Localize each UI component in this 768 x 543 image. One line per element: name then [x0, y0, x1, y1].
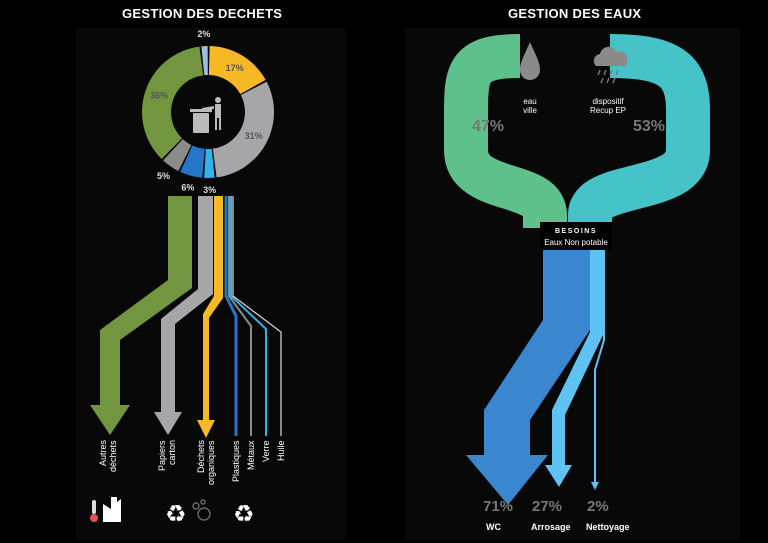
- rain-cloud-icon: [593, 46, 628, 84]
- label-nettoyage: Nettoyage: [586, 522, 630, 532]
- flow-nettoyage: [594, 250, 605, 482]
- flow-papiers-carton: [154, 196, 213, 435]
- waste-flows: [90, 196, 282, 438]
- flow-arrosage: [545, 250, 603, 487]
- besoins-subtitle: Eaux Non potable: [544, 238, 608, 247]
- thermometer-factory-icon: [90, 497, 121, 522]
- donut-label: 5%: [157, 171, 170, 181]
- donut-label: 2%: [197, 29, 210, 39]
- donut-label: 17%: [226, 63, 244, 73]
- pct-arrosage: 27%: [532, 498, 563, 515]
- trash-bin-icon: [190, 97, 221, 133]
- water-flows-out: [466, 250, 605, 505]
- label-autres-dechets: Autres déchets: [98, 440, 118, 472]
- flow-eau-ville: [444, 34, 567, 228]
- label-eau-ville: eau ville: [523, 97, 537, 115]
- label-plastiques: Plastiques: [231, 440, 241, 482]
- donut-segment: [180, 145, 205, 178]
- label-huile: Huile: [276, 440, 286, 461]
- besoins-title: BESOINS: [554, 228, 597, 235]
- donut-label: 31%: [245, 131, 263, 141]
- label-verre: Verre: [261, 440, 271, 462]
- donut-segment: [208, 46, 266, 95]
- flow-plastiques: [224, 196, 238, 436]
- donut-segment: [201, 46, 208, 76]
- donut-label: 6%: [181, 182, 194, 192]
- water-drop-icon: [520, 42, 540, 80]
- label-papiers-carton: Papiers carton: [157, 440, 177, 471]
- donut-segment: [212, 81, 274, 178]
- donut-label: 3%: [203, 185, 216, 195]
- flow-huile: [232, 196, 282, 436]
- label-dechets-organiques: Déchets organiques: [196, 440, 216, 485]
- flow-verre: [230, 196, 267, 436]
- label-recup-ep: dispositif Recup EP: [589, 97, 627, 115]
- donut-label: 36%: [150, 91, 168, 101]
- label-wc: WC: [486, 522, 501, 532]
- flow-metaux: [228, 196, 252, 436]
- besoins-box: [540, 222, 612, 250]
- pct-eau-ville: 47%: [472, 118, 505, 135]
- flow-autres-dechets: [90, 196, 192, 435]
- pct-nettoyage: 2%: [587, 498, 609, 515]
- donut-segment: [163, 139, 192, 171]
- label-metaux: Métaux: [246, 440, 256, 470]
- flow-recup-ep: [568, 34, 710, 228]
- compost-icon: [192, 499, 211, 521]
- flow-dechets-organiques: [197, 196, 223, 438]
- donut-segment: [204, 148, 215, 178]
- pct-recup-ep: 53%: [633, 118, 666, 135]
- flow-wc: [466, 250, 590, 505]
- water-flows-in: [444, 34, 710, 228]
- recycle-icon: ♻: [233, 501, 255, 528]
- recycle-icon: ♻: [165, 501, 187, 528]
- waste-donut: 17% 31% 3% 6% 5% 36% 2%: [141, 29, 274, 195]
- label-arrosage: Arrosage: [531, 522, 571, 532]
- waste-title: GESTION DES DECHETS: [122, 6, 283, 21]
- water-title: GESTION DES EAUX: [508, 6, 642, 21]
- pct-wc: 71%: [483, 498, 514, 515]
- donut-segment: [141, 46, 204, 159]
